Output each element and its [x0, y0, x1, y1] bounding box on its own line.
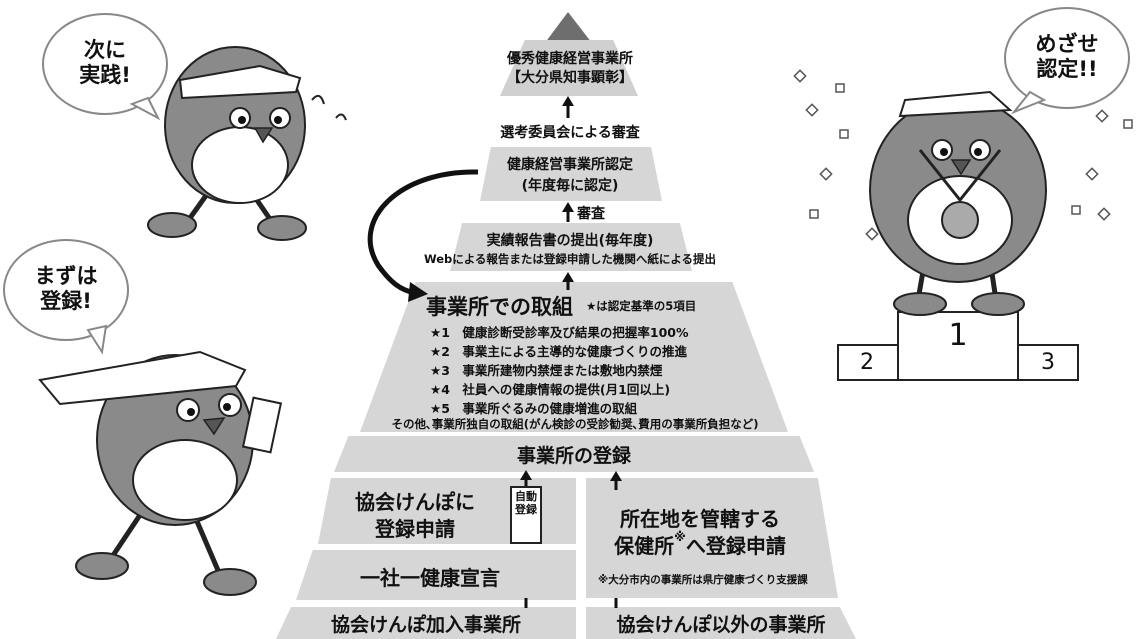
declaration-block — [296, 550, 576, 600]
efforts-item-3: ★3 事業所建物内禁煙または敷地内禁煙 — [430, 363, 663, 378]
curved-loop-arrow — [367, 169, 479, 302]
registration-label: 事業所の登録 — [516, 445, 631, 467]
oita-note: ※大分市内の事業所は県庁健康づくり支援課 — [598, 574, 808, 586]
non-kyokai-block — [586, 607, 856, 639]
up-arrow-right-register — [610, 471, 622, 490]
up-arrow-to-report — [562, 272, 574, 290]
health-center-end: へ登録申請 — [685, 534, 786, 558]
up-arrow-to-certified — [562, 202, 574, 222]
bubble-first-line1: まずは — [34, 264, 98, 288]
efforts-title: 事業所での取組 — [426, 295, 573, 319]
bird-medal-icon — [869, 90, 1047, 316]
top-award-box — [500, 40, 638, 96]
efforts-item-1: ★1 健康診断受診率及び結果の把握率100% — [430, 325, 689, 340]
kyokai-member-label: 協会けんぽ加入事業所 — [330, 614, 521, 636]
efforts-item-2: ★2 事業主による主導的な健康づくりの推進 — [430, 344, 688, 359]
podium-first: 1 — [948, 318, 968, 353]
bird-thinking-icon — [147, 46, 347, 241]
kyokai-register-line2: 登録申請 — [375, 517, 455, 541]
kyokai-member-block — [276, 607, 576, 639]
bubble-first-line2: 登録! — [40, 289, 92, 313]
efforts-note: ★は認定基準の5項目 — [586, 299, 697, 313]
bubble-aim-text: めざせ 認定!! — [1017, 32, 1117, 82]
health-center-line2: 保健所※へ登録申請 — [600, 530, 800, 559]
certified-line1: 健康経営事業所認定 — [507, 157, 633, 173]
bubble-aim — [1004, 7, 1130, 115]
health-center-main: 保健所 — [614, 534, 675, 558]
certified-block — [480, 147, 662, 201]
efforts-item-5: ★5 事業所ぐるみの健康増進の取組 — [430, 401, 638, 416]
bubble-next-text: 次に 実践! — [55, 38, 155, 88]
efforts-item-4: ★4 社員への健康情報の提供(月1回以上) — [430, 382, 671, 397]
review-label: 審査 — [577, 206, 605, 222]
bubble-first-text: まずは 登録! — [16, 264, 116, 314]
podium-third: 3 — [1041, 350, 1055, 375]
non-kyokai-label: 協会けんぽ以外の事業所 — [616, 614, 826, 636]
report-line2: Webによる報告または登録申請した機関へ紙による提出 — [423, 252, 717, 266]
certified-line2: (年度毎に認定) — [521, 178, 619, 194]
auto-register-box: 自動登録 — [510, 486, 542, 544]
efforts-block — [360, 282, 788, 432]
health-center-block — [586, 478, 838, 598]
top-award-line2: 【大分県知事顕彰】 — [507, 70, 633, 86]
health-center-line1: 所在地を管轄する — [620, 507, 780, 531]
auto-register-label: 自動登録 — [515, 490, 537, 516]
top-award-line1: 優秀健康経営事業所 — [507, 51, 633, 67]
report-line1: 実績報告書の提出(毎年度) — [486, 233, 654, 249]
up-arrow-left-register — [520, 470, 532, 486]
bubble-aim-line2: 認定!! — [1036, 57, 1098, 81]
kyokai-register-line1: 協会けんぽに — [355, 490, 475, 514]
health-center-mark: ※ — [674, 530, 686, 544]
selection-review-label: 選考委員会による審査 — [500, 125, 640, 141]
podium-second: 2 — [860, 350, 874, 375]
podium-icon — [837, 311, 1079, 381]
bird-running-icon — [38, 350, 283, 596]
bubble-first — [3, 239, 129, 355]
bubble-next-line2: 実践! — [79, 63, 131, 87]
confetti-icon — [793, 69, 1133, 241]
efforts-other: その他､事業所独自の取組(がん検診の受診勧奨､費用の事業所負担など) — [391, 417, 759, 431]
registration-bar — [334, 436, 814, 472]
declaration-label: 一社一健康宣言 — [360, 566, 500, 590]
report-block — [450, 223, 692, 271]
bubble-next-line1: 次に — [84, 38, 126, 62]
up-arrow-to-award — [562, 96, 574, 118]
bubble-aim-line1: めざせ — [1035, 32, 1099, 56]
bubble-next — [42, 13, 168, 121]
